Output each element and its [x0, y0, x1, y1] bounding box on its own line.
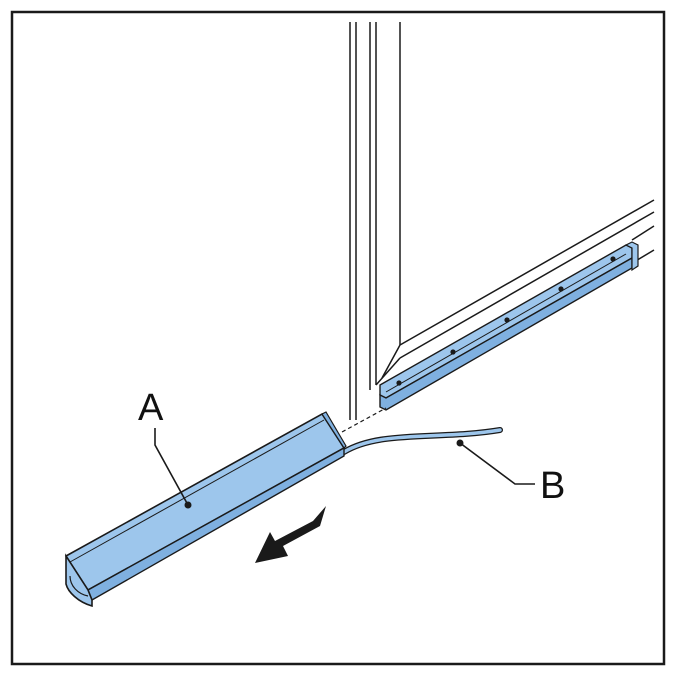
mounted-rail: [379, 241, 639, 411]
callout-a-label: A: [138, 387, 164, 429]
screw-dot: [504, 317, 510, 323]
callout-a-dot: [184, 501, 192, 509]
cable-core: [342, 428, 502, 454]
callout-b-leader: [459, 442, 535, 485]
callout-b: B: [456, 439, 565, 507]
callout-a-leader: [154, 428, 189, 506]
callout-a: A: [138, 387, 192, 509]
screw-dot: [558, 286, 564, 292]
callout-b-label: B: [540, 465, 565, 507]
alignment-dashed-line: [341, 407, 387, 433]
screw-dot: [450, 349, 456, 355]
direction-arrow: [255, 506, 326, 563]
seal-strip: [64, 411, 347, 608]
callout-b-dot: [456, 439, 464, 447]
door-frame: [349, 22, 655, 420]
screw-dot: [610, 256, 616, 262]
screw-dot: [396, 380, 402, 386]
